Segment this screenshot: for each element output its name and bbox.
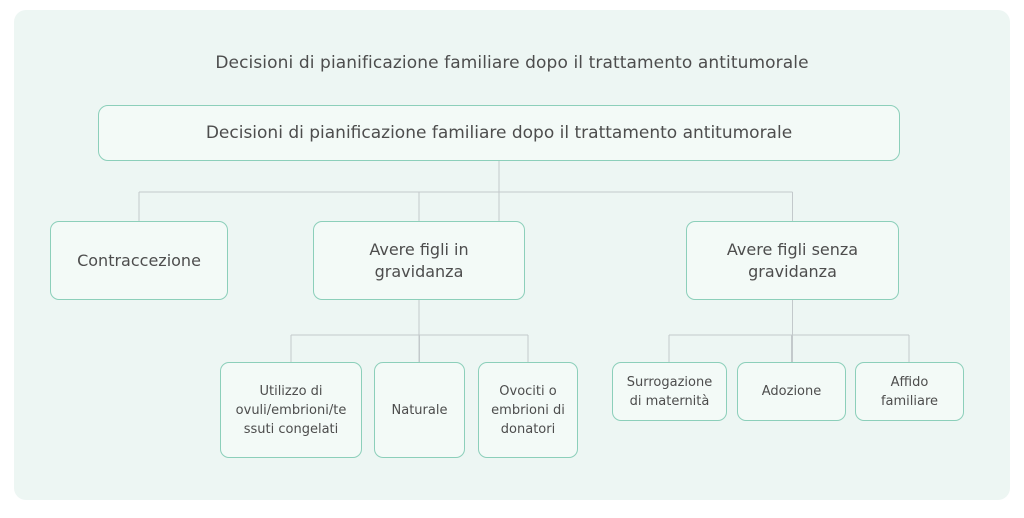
node-affido-familiare-label: Affido familiare — [880, 374, 939, 409]
node-avere-figli-senza-gravidanza[interactable]: Avere figli senza gravidanza — [686, 221, 899, 300]
node-surrogazione-di-maternita-label: Surrogazione di maternità — [626, 374, 713, 409]
node-contraccezione-label: Contraccezione — [77, 250, 201, 270]
node-surrogazione-di-maternita[interactable]: Surrogazione di maternità — [612, 362, 727, 421]
node-adozione[interactable]: Adozione — [737, 362, 846, 421]
diagram-title: Decisioni di pianificazione familiare do… — [215, 53, 809, 73]
node-avere-figli-senza-gravidanza-label: Avere figli senza gravidanza — [726, 239, 859, 281]
node-contraccezione[interactable]: Contraccezione — [50, 221, 228, 300]
node-naturale-label: Naturale — [391, 402, 448, 418]
node-utilizzo-ovuli-embrioni-tessuti-congelati[interactable]: Utilizzo di ovuli/embrioni/te ssuti cong… — [220, 362, 362, 458]
node-ovociti-o-embrioni-di-donatori-label: Ovociti o embrioni di donatori — [491, 383, 565, 437]
node-adozione-label: Adozione — [761, 384, 822, 399]
node-root-label: Decisioni di pianificazione familiare do… — [205, 123, 793, 143]
node-avere-figli-in-gravidanza[interactable]: Avere figli in gravidanza — [313, 221, 525, 300]
node-ovociti-o-embrioni-di-donatori[interactable]: Ovociti o embrioni di donatori — [478, 362, 578, 458]
node-affido-familiare[interactable]: Affido familiare — [855, 362, 964, 421]
node-avere-figli-in-gravidanza-label: Avere figli in gravidanza — [369, 239, 469, 281]
node-root[interactable]: Decisioni di pianificazione familiare do… — [98, 105, 900, 161]
node-naturale[interactable]: Naturale — [374, 362, 465, 458]
node-utilizzo-ovuli-embrioni-tessuti-congelati-label: Utilizzo di ovuli/embrioni/te ssuti cong… — [235, 383, 347, 437]
